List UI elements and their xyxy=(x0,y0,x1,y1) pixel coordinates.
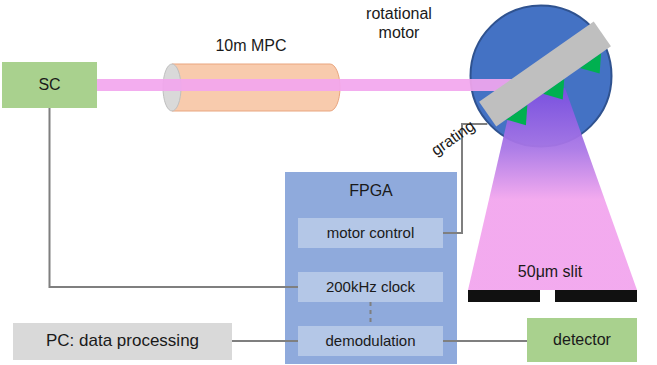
slit-label: 50μm slit xyxy=(505,262,595,281)
node-label: motor control xyxy=(327,224,415,242)
node-label: 10m MPC xyxy=(162,36,340,55)
process-box: motor control xyxy=(298,218,443,248)
process-box: demodulation xyxy=(298,326,443,356)
signal-wire xyxy=(443,124,487,233)
node-label: detector xyxy=(553,330,611,349)
diffracted-beam xyxy=(468,88,637,290)
process-box: 200kHz clock xyxy=(298,272,443,302)
slit-blade xyxy=(468,290,540,302)
laser-beam xyxy=(97,79,537,91)
pc-box: PC: data processing xyxy=(13,323,232,360)
signal-wire xyxy=(370,302,372,326)
signal-wire xyxy=(50,108,299,287)
slit-blade xyxy=(555,290,637,302)
grating-grooves xyxy=(506,53,610,133)
node-label: demodulation xyxy=(325,332,415,350)
node-label: SC xyxy=(38,75,60,94)
node-label: PC: data processing xyxy=(46,331,199,351)
node-label: 200kHz clock xyxy=(326,278,415,296)
panel-heading: FPGA xyxy=(349,181,393,200)
source-box: SC xyxy=(2,62,97,108)
signal-wire xyxy=(232,340,298,342)
fpga-panel: FPGA motor control 200kHz clock demodulatio… xyxy=(285,172,457,364)
node-label: grating xyxy=(413,106,493,170)
signal-wire xyxy=(443,340,527,342)
node-label: rotational motor xyxy=(357,4,441,42)
detector-box: detector xyxy=(527,318,637,362)
